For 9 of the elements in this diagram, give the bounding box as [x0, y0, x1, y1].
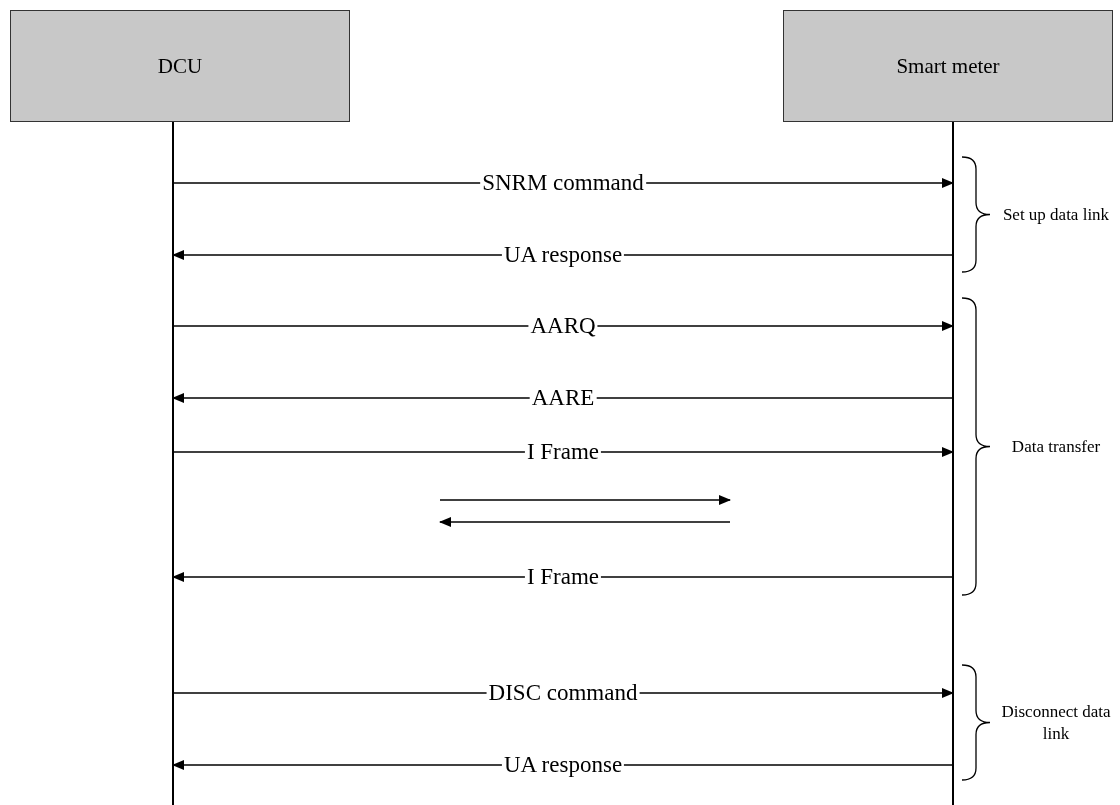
participant-box: Smart meter	[783, 10, 1113, 122]
message-arrow	[172, 393, 954, 403]
participant-box: DCU	[10, 10, 350, 122]
phase-label: Set up data link	[1001, 203, 1111, 226]
phase-label: Disconnect data link	[1000, 700, 1112, 745]
message-arrow	[172, 321, 954, 331]
message-arrow	[172, 447, 954, 457]
message-arrow	[172, 572, 954, 582]
phase-label: Data transfer	[1010, 435, 1102, 458]
